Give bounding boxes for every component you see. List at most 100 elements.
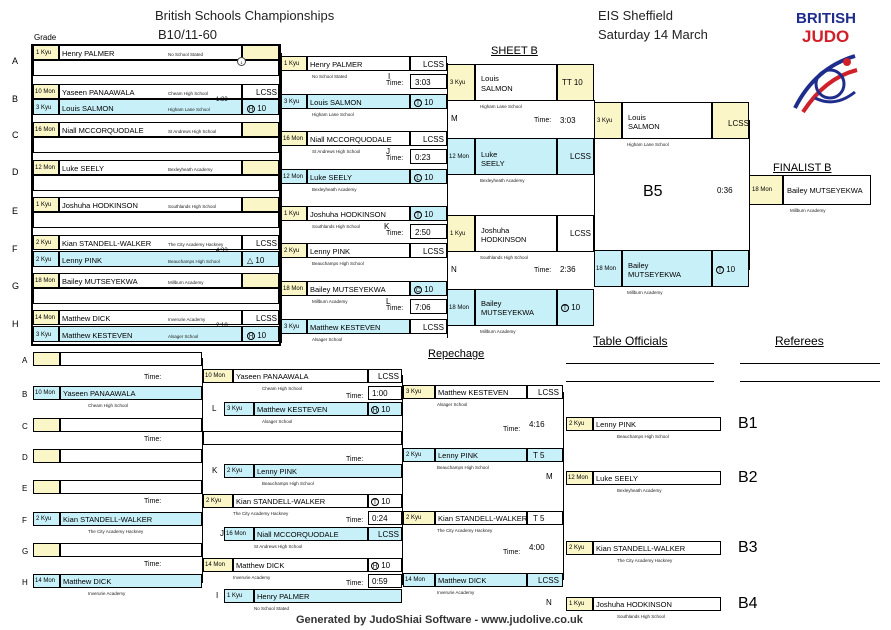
- rep2-grade-1: 10 Mon: [203, 369, 233, 383]
- r3-club-m1: Higham Lane School: [480, 104, 522, 109]
- rep3-row-1[interactable]: Matthew KESTEVEN: [435, 385, 527, 399]
- rep3-row-3[interactable]: Kian STANDELL-WALKER: [435, 511, 527, 525]
- rep-row-c[interactable]: [60, 418, 202, 432]
- rep3-row-4[interactable]: Matthew DICK: [435, 573, 527, 587]
- rep-row-b[interactable]: Yaseen PANAAWALA: [60, 386, 202, 400]
- r1-grade-b1: 10 Mon: [33, 84, 59, 99]
- rep2-lcss-1: LCSS: [368, 369, 402, 383]
- r2-grade-l1: 18 Mon: [281, 281, 307, 296]
- r1-time-h: 2:18: [216, 323, 228, 329]
- rep2-row-8[interactable]: Henry PALMER: [254, 589, 402, 603]
- official-grade-b2: 12 Mon: [566, 471, 593, 485]
- r2-row-j1[interactable]: Niall MCCORQUODALE: [307, 131, 410, 146]
- rep-row-g[interactable]: [60, 543, 202, 557]
- referee-line: [740, 381, 880, 382]
- r1-opponent-g: [33, 288, 279, 304]
- r1-score-b1: LCSS: [242, 84, 279, 99]
- official-tag-n: N: [546, 598, 552, 607]
- official-row-b4[interactable]: Joshuha HODKINSON: [593, 597, 721, 611]
- rep2-row-5[interactable]: Kian STANDELL-WALKER: [233, 494, 368, 508]
- r1-opponent-e: [33, 212, 279, 228]
- leg-icon: L: [414, 174, 422, 182]
- r1-grade-f1: 2 Kyu: [33, 235, 59, 250]
- rep3-score-2: T 5: [527, 448, 563, 462]
- r2-score-l1: C 10: [410, 281, 447, 296]
- rep2-row-7[interactable]: Matthew DICK: [233, 558, 368, 572]
- rep2-time-7: 0:59: [368, 574, 402, 588]
- rep-club-h: Inverurie Academy: [88, 591, 126, 596]
- rep-row-a[interactable]: [60, 352, 202, 366]
- official-row-b2[interactable]: Luke SEELY: [593, 471, 721, 485]
- rep2-row-6[interactable]: Niall MCCORQUODALE: [254, 527, 368, 541]
- rep-row-f[interactable]: Kian STANDELL-WALKER: [60, 512, 202, 526]
- rep3-time-1: 4:16: [529, 420, 545, 429]
- final-row[interactable]: Bailey MUTSEYEKWA: [783, 175, 871, 205]
- rep3-score-4: LCSS: [527, 573, 563, 587]
- r2-row-i2[interactable]: Louis SALMON: [307, 94, 410, 109]
- r2-club-k1: Southlands High School: [312, 224, 361, 229]
- rep-row-d[interactable]: [60, 449, 202, 463]
- hansoku-icon: H: [247, 332, 255, 340]
- rep3-grade-2: 2 Kyu: [403, 448, 435, 462]
- rep2-row-2[interactable]: Matthew KESTEVEN: [254, 402, 368, 416]
- r2-score-j1: LCSS: [410, 131, 447, 146]
- finalist-label: FINALIST B: [773, 162, 832, 174]
- r2-letter-l: L: [386, 297, 391, 306]
- rep-row-e[interactable]: [60, 480, 202, 494]
- r2-row-k2[interactable]: Lenny PINK: [307, 243, 410, 258]
- r1-grade-d: 12 Mon: [33, 160, 59, 175]
- r2-row-k1[interactable]: Joshuha HODKINSON: [307, 206, 410, 221]
- r3-grade-n2: 18 Mon: [447, 289, 475, 326]
- referee-code-b4: B4: [738, 595, 758, 612]
- rep2-score-1: 1:00: [368, 386, 402, 400]
- r2-row-l1[interactable]: Bailey MUTSEYEKWA: [307, 281, 410, 296]
- rep2-row-4[interactable]: Lenny PINK: [254, 464, 402, 478]
- r2-club-j2: Bexleyheath Academy: [312, 187, 357, 192]
- official-row-b1[interactable]: Lenny PINK: [593, 417, 721, 431]
- rep3-row-2[interactable]: Lenny PINK: [435, 448, 527, 462]
- r1-grade-h1: 14 Mon: [33, 310, 59, 325]
- pool-letter-b: B: [12, 94, 19, 104]
- r3-score-n1: LCSS: [557, 215, 594, 252]
- rep2-row-1[interactable]: Yaseen PANAAWALA: [233, 369, 368, 383]
- r2-row-i1[interactable]: Henry PALMER: [307, 56, 410, 71]
- rep-grade-a: [33, 352, 60, 366]
- r2-row-l2[interactable]: Matthew KESTEVEN: [307, 319, 410, 334]
- r2-row-j2[interactable]: Luke SEELY: [307, 169, 410, 184]
- r3-letter-m: M: [451, 114, 458, 123]
- official-club-b2: Bexleyheath Academy: [617, 488, 662, 493]
- rep2-score-7: H 10: [368, 558, 402, 572]
- r2-club-l1: Millburn Academy: [312, 299, 348, 304]
- r2-score-k1: T 10: [410, 206, 447, 221]
- official-row-b3[interactable]: Kian STANDELL-WALKER: [593, 541, 721, 555]
- rep2-time-label: Time:: [346, 517, 364, 524]
- r2-club-l2: Alsager School: [312, 337, 343, 342]
- rep2-club-7: Inverurie Academy: [233, 575, 271, 580]
- bracket-line: [594, 100, 595, 275]
- r4-score-1: LCSS: [712, 102, 749, 139]
- rep3-time-label: Time:: [503, 549, 521, 556]
- rep3-club-3: The City Academy Hackney: [437, 528, 493, 533]
- rep-row-h[interactable]: Matthew DICK: [60, 574, 202, 588]
- bracket-line: [281, 53, 282, 343]
- r1-score-c: [242, 122, 279, 137]
- rep2-row-3[interactable]: [203, 431, 402, 445]
- rep-grade-d: [33, 449, 60, 463]
